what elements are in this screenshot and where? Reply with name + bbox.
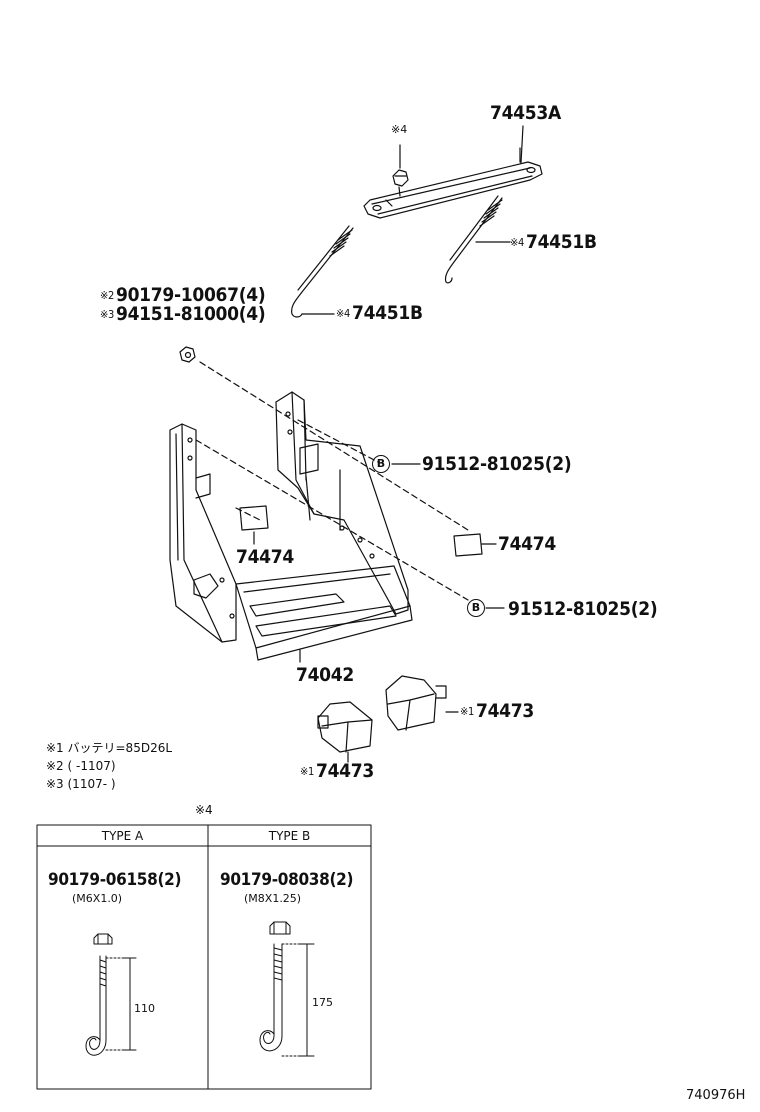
mark-1-right: ※1 xyxy=(460,705,474,718)
type-a-dimension: 110 xyxy=(134,1002,155,1015)
type-b-part-number[interactable]: 90179-08038(2) xyxy=(220,870,354,890)
circle-b-lower: B xyxy=(467,599,485,617)
label-74453A[interactable]: 74453A xyxy=(490,102,561,124)
note-1: ※1 バッテリ=85D26L xyxy=(46,741,173,755)
mark-1-left: ※1 xyxy=(300,765,314,778)
label-91512-upper[interactable]: 91512-81025(2) xyxy=(422,453,572,475)
note-2: ※2 ( -1107) xyxy=(46,759,116,773)
small-nut xyxy=(179,346,196,363)
pad-right xyxy=(453,533,497,557)
table-mark-4: ※4 xyxy=(195,803,213,817)
top-nut xyxy=(392,144,409,197)
mark-4-right: ※4 xyxy=(510,236,524,249)
type-b-bolt xyxy=(259,921,315,1057)
block-right xyxy=(385,675,459,731)
mark-4-top: ※4 xyxy=(391,123,408,136)
left-hook-rod xyxy=(291,225,354,318)
table-header-type-b: TYPE B xyxy=(268,829,311,843)
note-3: ※3 (1107- ) xyxy=(46,777,116,791)
diagram-code: 740976H xyxy=(686,1088,746,1103)
label-74474-left[interactable]: 74474 xyxy=(236,546,294,568)
label-91512-lower[interactable]: 91512-81025(2) xyxy=(508,598,658,620)
circle-b-upper: B xyxy=(372,455,390,473)
type-a-part-number[interactable]: 90179-06158(2) xyxy=(48,870,182,890)
type-b-dimension: 175 xyxy=(312,996,333,1009)
type-a-spec: (M6X1.0) xyxy=(72,892,123,905)
type-a-bolt xyxy=(85,933,137,1056)
clamp-bar xyxy=(363,125,543,219)
battery-tray xyxy=(169,391,413,663)
type-b-spec: (M8X1.25) xyxy=(244,892,302,905)
table-header-type-a: TYPE A xyxy=(101,829,144,843)
bolt-table xyxy=(36,824,372,1090)
right-hook-rod xyxy=(444,195,511,284)
label-74474-right[interactable]: 74474 xyxy=(498,533,556,555)
block-left xyxy=(317,701,373,763)
mark-3: ※3 xyxy=(100,308,114,321)
label-74042[interactable]: 74042 xyxy=(296,664,354,686)
pad-left xyxy=(239,505,269,545)
mark-4-left: ※4 xyxy=(336,307,350,320)
mark-2: ※2 xyxy=(100,289,114,302)
